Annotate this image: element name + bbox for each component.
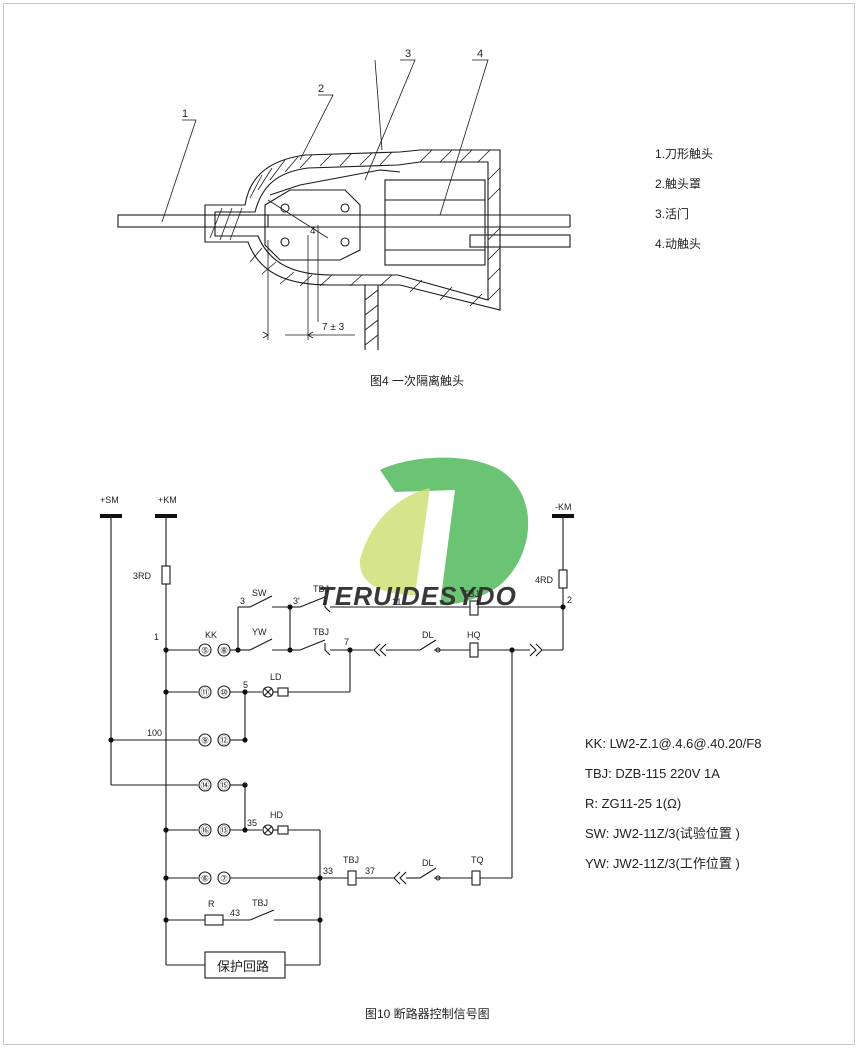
spec-tbj: TBJ: DZB-115 220V 1A — [585, 766, 720, 781]
kk-contact: ⑭ — [200, 781, 209, 791]
kk-contact: ⑮ — [219, 781, 228, 791]
kk-contact: ⑨ — [201, 736, 209, 746]
kk-contact: ⑪ — [200, 688, 209, 698]
label-km-neg: -KM — [555, 502, 572, 512]
fuse-3rd — [161, 565, 171, 585]
resistor-r — [204, 914, 224, 926]
label-tbj-coil-top: TBJ — [463, 589, 479, 599]
node-7: 7 — [344, 637, 349, 647]
tbj-coil-top — [469, 600, 479, 616]
figure10-circuit: +SM +KM -KM 3RD 4RD — [100, 495, 574, 979]
inner-label-4: 4 — [310, 226, 316, 237]
knife-contact-bar — [117, 214, 269, 228]
label-kk: KK — [205, 630, 217, 640]
label-tbj-top: TBJ — [313, 584, 329, 594]
label-3rd: 3RD — [133, 571, 152, 581]
label-4rd: 4RD — [535, 575, 554, 585]
label-ld: LD — [270, 672, 282, 682]
tq-coil — [471, 870, 481, 886]
kk-contact: ⑤ — [201, 646, 209, 656]
figure10-caption: 图10 断路器控制信号图 — [365, 1006, 490, 1021]
spec-sw: SW: JW2-11Z/3(试验位置 ) — [585, 826, 740, 841]
contact-hood — [204, 149, 501, 311]
node-2: 2 — [567, 595, 572, 605]
fuse-4rd — [558, 569, 568, 589]
kk-contact: ⑩ — [220, 688, 228, 698]
label-sm: +SM — [100, 495, 119, 505]
label-hd: HD — [270, 810, 283, 820]
figure4-caption: 图4 一次隔离触头 — [370, 373, 464, 388]
shutter — [269, 169, 401, 196]
figure4-contact-drawing: 1 2 3 4 4 7 ± 3 — [117, 48, 571, 350]
page-frame — [3, 3, 855, 1045]
spec-kk: KK: LW2-Z.1@.4.6@.40.20/F8 — [585, 736, 761, 751]
node-43: 43 — [230, 908, 240, 918]
figure4-legend: 1.刀形触头 2.触头罩 3.活门 4.动触头 — [655, 147, 713, 251]
callout-1: 1 — [182, 108, 188, 120]
hq-coil — [469, 642, 479, 658]
kk-contact: ⑧ — [220, 646, 228, 656]
moving-contact-body — [384, 179, 486, 266]
node-1: 1 — [154, 632, 159, 642]
label-tq: TQ — [471, 855, 484, 865]
label-dl-top: DL — [422, 630, 434, 640]
callout-2: 2 — [318, 83, 324, 95]
label-sw: SW — [252, 588, 267, 598]
node-3: 3 — [240, 596, 245, 606]
label-hq: HQ — [467, 630, 481, 640]
kk-contact: ⑥ — [201, 874, 209, 884]
legend-item-3: 3.活门 — [655, 206, 689, 221]
node-100: 100 — [147, 728, 162, 738]
hood-hatching — [209, 149, 501, 307]
dimension-label: 7 ± 3 — [322, 322, 345, 333]
kk-contact: ⑦ — [220, 874, 228, 884]
label-tbj-mid: TBJ — [313, 627, 329, 637]
watermark-logo: TERUIDESYDO — [318, 457, 529, 611]
kk-contact: ⑯ — [200, 826, 209, 836]
legend-item-1: 1.刀形触头 — [655, 147, 713, 161]
label-tbj-bottom: TBJ — [252, 898, 268, 908]
tbj-coil-low — [347, 870, 357, 886]
node-37: 37 — [365, 866, 375, 876]
kk-contact-numbers: ⑤ ⑧ ⑪ ⑩ ⑨ ⑫ ⑭ ⑮ ⑯ ⑬ ⑥ ⑦ — [200, 646, 228, 884]
label-yw: YW — [252, 627, 267, 637]
node-35: 35 — [247, 818, 257, 828]
callout-4: 4 — [477, 48, 483, 60]
node-11: 11 — [392, 597, 401, 607]
protection-circuit-label: 保护回路 — [217, 959, 269, 974]
junction-dots — [108, 604, 566, 923]
spec-r: R: ZG11-25 1(Ω) — [585, 796, 681, 811]
label-dl-low: DL — [422, 858, 434, 868]
node-5: 5 — [243, 680, 248, 690]
label-tbj-coil-low: TBJ — [343, 855, 359, 865]
callout-3: 3 — [405, 48, 411, 60]
node-3p: 3' — [293, 596, 300, 606]
node-33: 33 — [323, 866, 333, 876]
legend-item-4: 4.动触头 — [655, 237, 701, 251]
spec-yw: YW: JW2-11Z/3(工作位置 ) — [585, 856, 740, 871]
spec-list: KK: LW2-Z.1@.4.6@.40.20/F8 TBJ: DZB-115 … — [585, 736, 761, 871]
legend-item-2: 2.触头罩 — [655, 177, 701, 191]
label-r: R — [208, 899, 215, 909]
label-km-pos: +KM — [158, 495, 177, 505]
watermark-text: TERUIDESYDO — [318, 581, 517, 611]
kk-contact: ⑫ — [219, 736, 228, 746]
kk-contact: ⑬ — [219, 826, 228, 836]
